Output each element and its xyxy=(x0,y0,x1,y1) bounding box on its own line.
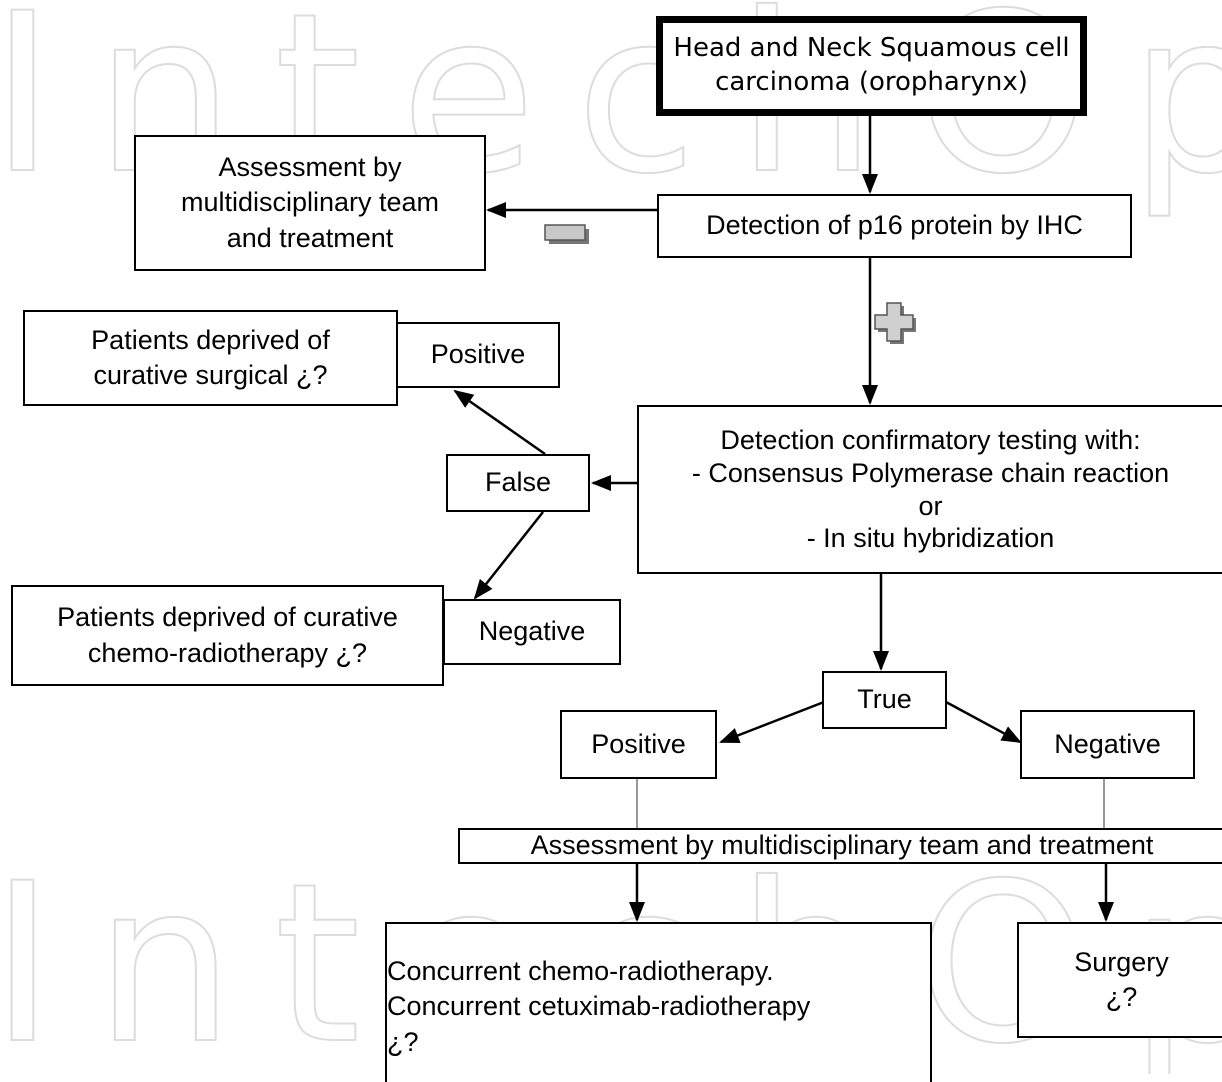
chemo-line-1: Concurrent chemo-radiotherapy. xyxy=(387,956,774,987)
plus-sign-icon xyxy=(874,302,916,344)
deprived-chemo-node: Patients deprived of curative chemo-radi… xyxy=(11,585,444,686)
true-positive-node: Positive xyxy=(560,710,717,779)
false-positive-text: Positive xyxy=(430,339,526,370)
true-negative-text: Negative xyxy=(1054,728,1161,759)
confirm-line-2: - Consensus Polymerase chain reaction xyxy=(691,457,1170,488)
confirmatory-testing-node: Detection confirmatory testing with: - C… xyxy=(637,405,1222,574)
deprived-chemo-line-1: Patients deprived of curative xyxy=(57,602,398,633)
false-negative-node: Negative xyxy=(443,599,621,665)
mdt-negative-node: Assessment by multidisciplinary team and… xyxy=(134,135,486,271)
true-positive-text: Positive xyxy=(591,728,686,759)
p16-detection-node: Detection of p16 protein by IHC xyxy=(657,194,1132,258)
mdt-final-text: Assessment by multidisciplinary team and… xyxy=(530,830,1154,861)
surgery-node: Surgery ¿? xyxy=(1017,922,1222,1038)
mdt-negative-line-2: multidisciplinary team xyxy=(180,187,440,218)
confirm-line-3: or xyxy=(918,490,943,521)
arrow-false-to-negative xyxy=(473,511,544,600)
chemo-line-3: ¿? xyxy=(387,1026,419,1057)
chemo-line-2: Concurrent cetuximab-radiotherapy xyxy=(387,991,811,1022)
true-negative-node: Negative xyxy=(1020,710,1195,779)
mdt-negative-line-1: Assessment by xyxy=(218,152,402,183)
arrow-true-to-positive xyxy=(719,700,825,744)
start-node: Head and Neck Squamous cell carcinoma (o… xyxy=(656,16,1087,116)
p16-text: Detection of p16 protein by IHC xyxy=(706,210,1083,241)
deprived-surgical-line-2: curative surgical ¿? xyxy=(93,360,328,390)
arrow-true-to-negative xyxy=(945,700,1022,744)
mdt-negative-line-3: and treatment xyxy=(226,222,394,253)
false-node: False xyxy=(446,454,590,512)
chemo-radiotherapy-node: Concurrent chemo-radiotherapy. Concurren… xyxy=(385,922,932,1082)
surgery-line-1: Surgery xyxy=(1074,946,1169,977)
false-text: False xyxy=(484,467,552,498)
start-line-2: carcinoma (oropharynx) xyxy=(715,67,1028,97)
true-node: True xyxy=(822,671,947,729)
deprived-chemo-line-2: chemo-radiotherapy ¿? xyxy=(87,637,368,668)
mdt-final-node: Assessment by multidisciplinary team and… xyxy=(458,828,1222,864)
minus-sign-icon xyxy=(544,224,589,244)
deprived-surgical-node: Patients deprived of curative surgical ¿… xyxy=(23,310,398,406)
false-positive-node: Positive xyxy=(396,322,560,388)
arrow-false-to-positive xyxy=(453,389,546,456)
start-line-1: Head and Neck Squamous cell xyxy=(673,33,1070,64)
confirm-line-1: Detection confirmatory testing with: xyxy=(720,424,1141,455)
confirm-line-4: - In situ hybridization xyxy=(806,523,1055,554)
deprived-surgical-line-1: Patients deprived of xyxy=(91,324,330,355)
true-text: True xyxy=(857,684,912,715)
surgery-line-2: ¿? xyxy=(1105,982,1138,1012)
false-negative-text: Negative xyxy=(478,616,586,647)
